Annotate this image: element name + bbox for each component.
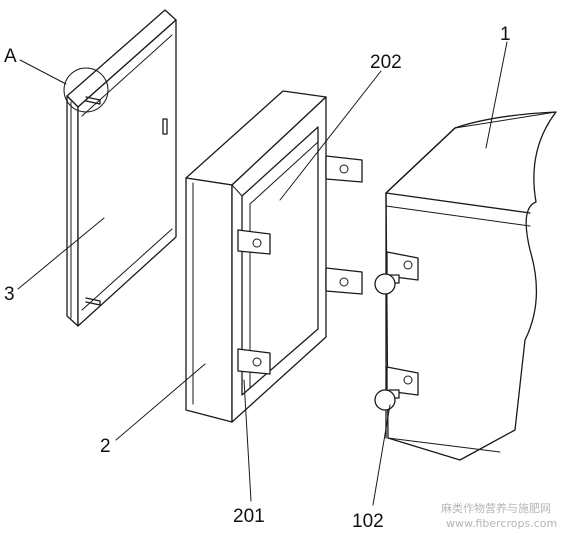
frame-2 bbox=[185, 90, 363, 423]
panel-pin-bottom bbox=[85, 297, 101, 306]
tab-201-top bbox=[237, 229, 271, 255]
housing-slot-top bbox=[386, 251, 419, 281]
housing-1 bbox=[374, 111, 557, 461]
detail-a-circle bbox=[63, 67, 109, 113]
leader-lines bbox=[17, 41, 508, 506]
label-3: 3 bbox=[4, 284, 15, 305]
panel-3 bbox=[63, 9, 177, 327]
label-a: A bbox=[4, 46, 17, 67]
label-201: 201 bbox=[233, 506, 265, 527]
label-1: 1 bbox=[500, 24, 511, 45]
label-102: 102 bbox=[352, 511, 384, 532]
knob-102-top bbox=[374, 273, 400, 295]
housing-slot-bottom bbox=[386, 366, 419, 396]
label-202: 202 bbox=[370, 52, 402, 73]
label-2: 2 bbox=[100, 436, 111, 457]
watermark-line2: www.fibercrops.com bbox=[446, 517, 557, 530]
panel-pin-top bbox=[85, 96, 101, 105]
tab-right-bottom bbox=[325, 267, 363, 295]
watermark-line1: 麻类作物营养与施肥网 bbox=[441, 501, 551, 515]
tab-right-top bbox=[325, 155, 363, 183]
tab-201-bottom bbox=[237, 348, 271, 375]
